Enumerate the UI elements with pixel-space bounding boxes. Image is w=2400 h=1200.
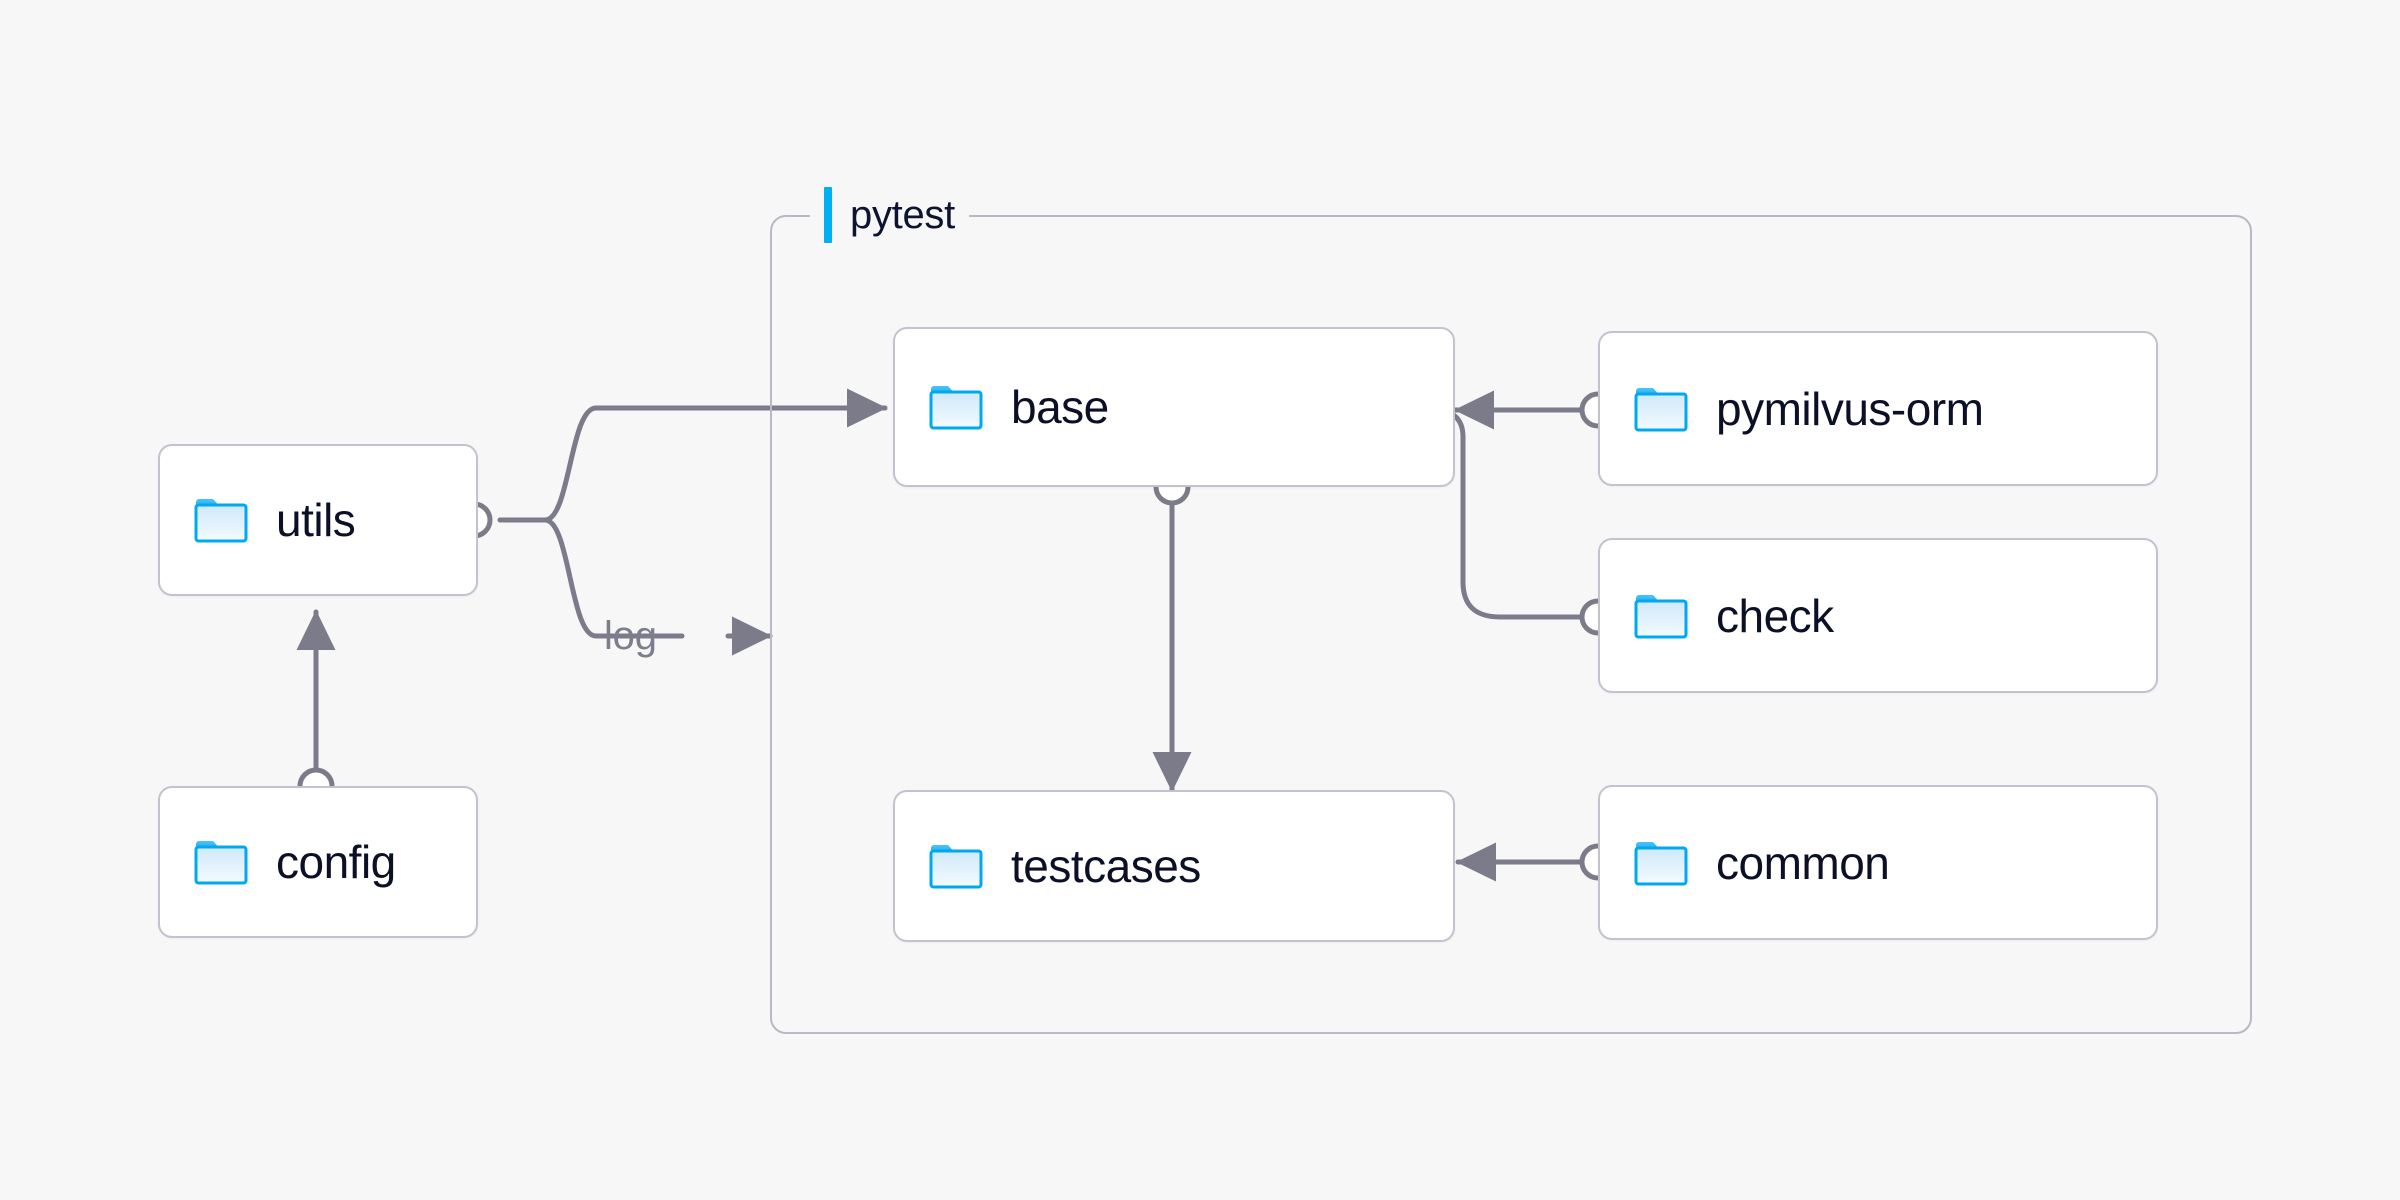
node-label-common: common: [1716, 836, 1890, 889]
folder-icon: [1634, 387, 1688, 431]
group-label: pytest: [850, 192, 955, 237]
group-accent-bar: [824, 187, 832, 243]
node-common[interactable]: common: [1598, 785, 2158, 940]
node-label-config: config: [276, 836, 396, 888]
node-label-utils: utils: [276, 494, 356, 546]
node-config[interactable]: config: [158, 786, 478, 938]
folder-icon: [929, 386, 983, 430]
node-utils[interactable]: utils: [158, 444, 478, 596]
node-pymilvus-orm[interactable]: pymilvus-orm: [1598, 331, 2158, 486]
pytest-group: [770, 215, 2252, 1034]
pytest-group-label-wrap: pytest: [810, 187, 969, 243]
folder-icon: [1634, 841, 1688, 885]
folder-icon: [929, 845, 983, 889]
node-testcases[interactable]: testcases: [893, 790, 1455, 942]
node-label-pymilvus-orm: pymilvus-orm: [1716, 382, 1984, 435]
node-base[interactable]: base: [893, 327, 1455, 487]
folder-icon: [1634, 594, 1688, 638]
folder-icon: [194, 499, 248, 543]
edge-label-log: log: [604, 614, 657, 658]
node-check[interactable]: check: [1598, 538, 2158, 693]
node-label-base: base: [1011, 381, 1109, 433]
node-label-testcases: testcases: [1011, 840, 1201, 892]
folder-icon: [194, 841, 248, 885]
node-label-check: check: [1716, 589, 1834, 642]
